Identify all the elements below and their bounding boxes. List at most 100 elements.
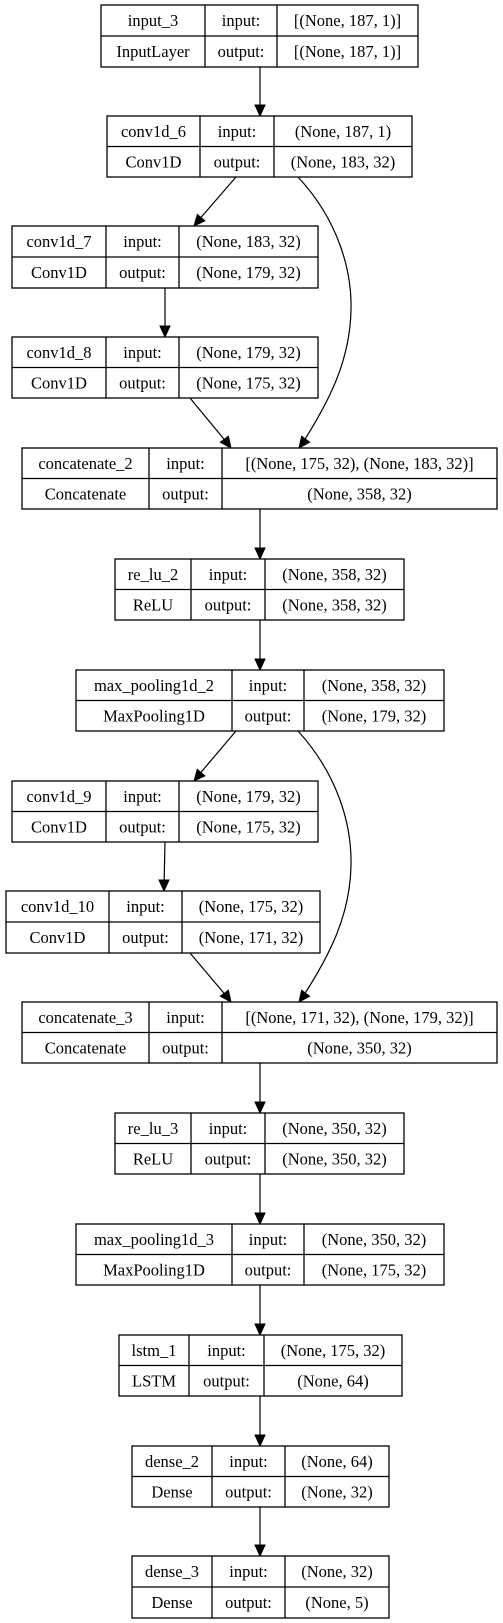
layer-name: conv1d_9	[26, 787, 91, 806]
output-shape: (None, 350, 32)	[282, 1149, 386, 1168]
arrowhead	[254, 104, 266, 118]
edge-concatenate_3-to-re_lu_3	[254, 1063, 266, 1115]
edge-max_pooling1d_2-to-conv1d_9	[193, 730, 237, 782]
input-label: input:	[123, 232, 162, 251]
input-shape: (None, 175, 32)	[199, 897, 303, 916]
layer-type: Dense	[151, 1482, 192, 1501]
output-label: output:	[225, 1593, 272, 1612]
arrowhead	[298, 435, 311, 449]
arrowhead	[298, 989, 311, 1003]
layer-name: re_lu_3	[128, 1119, 178, 1138]
layer-name: dense_2	[145, 1452, 199, 1471]
arrowhead	[254, 1434, 266, 1448]
layer-type: Conv1D	[31, 373, 87, 392]
arrowhead	[254, 1323, 266, 1337]
edge-conv1d_9-to-conv1d_10	[158, 841, 170, 893]
layer-name: concatenate_2	[38, 454, 132, 473]
input-label: input:	[249, 1230, 288, 1249]
input-label: input:	[166, 454, 205, 473]
layer-name: max_pooling1d_2	[94, 676, 214, 695]
input-shape: [(None, 171, 32), (None, 179, 32)]	[245, 1008, 473, 1027]
output-shape: (None, 179, 32)	[322, 706, 426, 725]
layer-type: LSTM	[132, 1371, 176, 1390]
layer-name: lstm_1	[132, 1341, 177, 1360]
layer-name: dense_3	[145, 1562, 199, 1581]
arrowhead	[254, 1101, 266, 1115]
edge-conv1d_6-to-concatenate_2	[297, 176, 352, 449]
edge-conv1d_6-to-conv1d_7	[193, 176, 237, 227]
layer-node-concatenate_2: concatenate_2 input: [(None, 175, 32), (No…	[21, 447, 498, 510]
input-shape: (None, 179, 32)	[196, 343, 300, 362]
edges-layer	[158, 67, 352, 1558]
edge-line	[297, 730, 352, 999]
layer-type: Conv1D	[126, 152, 182, 171]
output-label: output:	[119, 373, 166, 392]
input-shape: [(None, 187, 1)]	[294, 11, 401, 30]
layer-name: conv1d_8	[26, 343, 91, 362]
input-shape: (None, 187, 1)	[295, 122, 391, 141]
input-label: input:	[229, 1562, 268, 1581]
input-shape: (None, 64)	[301, 1452, 372, 1471]
output-shape: (None, 32)	[301, 1482, 372, 1501]
output-label: output:	[162, 1038, 209, 1057]
edge-conv1d_10-to-concatenate_3	[189, 952, 232, 1003]
arrowhead	[193, 768, 206, 782]
edge-line	[196, 176, 237, 223]
input-label: input:	[126, 897, 165, 916]
layer-type: Dense	[151, 1593, 192, 1612]
output-label: output:	[205, 1149, 252, 1168]
output-label: output:	[205, 595, 252, 614]
output-shape: (None, 175, 32)	[196, 373, 300, 392]
edge-conv1d_8-to-concatenate_2	[189, 397, 232, 449]
layer-name: concatenate_3	[38, 1008, 132, 1027]
input-label: input:	[218, 122, 257, 141]
output-label: output:	[119, 817, 166, 836]
layer-type: Concatenate	[45, 484, 127, 503]
layer-type: ReLU	[133, 595, 173, 614]
output-shape: (None, 5)	[305, 1593, 368, 1612]
edge-re_lu_3-to-max_pooling1d_3	[254, 1174, 266, 1226]
output-label: output:	[119, 263, 166, 282]
input-shape: (None, 32)	[301, 1562, 372, 1581]
edge-dense_2-to-dense_3	[254, 1507, 266, 1558]
arrowhead	[193, 213, 206, 227]
arrowhead	[219, 989, 232, 1003]
edge-line	[189, 397, 229, 445]
input-label: input:	[229, 1452, 268, 1471]
output-label: output:	[162, 484, 209, 503]
input-shape: (None, 175, 32)	[281, 1341, 385, 1360]
input-shape: (None, 183, 32)	[196, 232, 300, 251]
output-label: output:	[203, 1371, 250, 1390]
output-label: output:	[218, 42, 265, 61]
output-label: output:	[122, 928, 169, 947]
layer-name: conv1d_7	[26, 232, 91, 251]
layer-name: input_3	[128, 11, 178, 30]
layer-name: re_lu_2	[128, 565, 178, 584]
input-label: input:	[209, 1119, 248, 1138]
output-label: output:	[245, 706, 292, 725]
edge-input_3-to-conv1d_6	[254, 67, 266, 118]
output-shape: (None, 64)	[297, 1371, 368, 1390]
input-shape: [(None, 175, 32), (None, 183, 32)]	[245, 454, 473, 473]
arrowhead	[159, 325, 171, 339]
arrowhead	[158, 879, 170, 893]
input-label: input:	[209, 565, 248, 584]
layer-type: Concatenate	[45, 1038, 127, 1057]
layer-type: ReLU	[133, 1149, 173, 1168]
layer-type: MaxPooling1D	[103, 706, 205, 725]
input-shape: (None, 358, 32)	[282, 565, 386, 584]
edge-re_lu_2-to-max_pooling1d_2	[254, 620, 266, 672]
edge-lstm_1-to-dense_2	[254, 1396, 266, 1448]
edge-max_pooling1d_3-to-lstm_1	[254, 1285, 266, 1337]
layer-name: conv1d_10	[21, 897, 94, 916]
